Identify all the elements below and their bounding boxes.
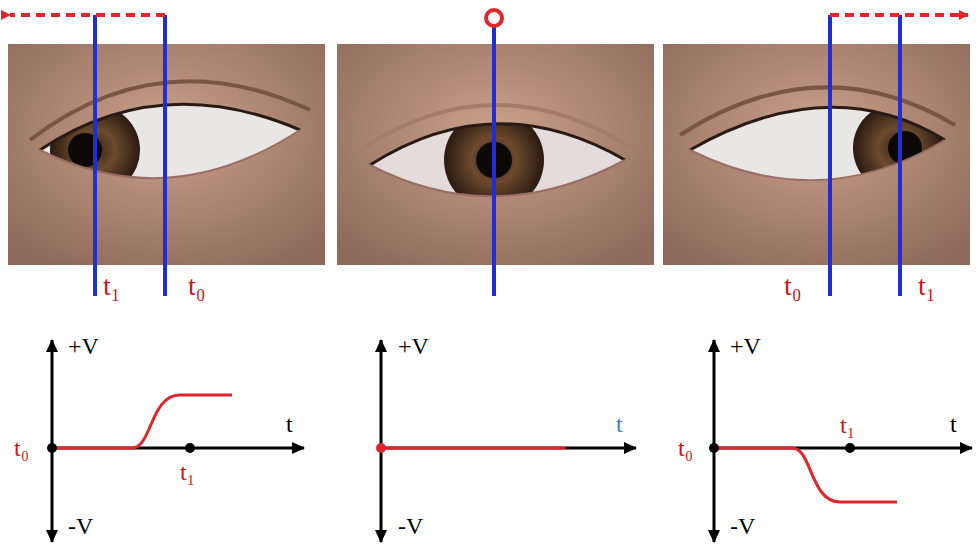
- axis-label: -V: [730, 514, 755, 538]
- time-label: t₁: [180, 460, 195, 484]
- axis-label: t: [616, 412, 623, 436]
- time-label: t₀: [188, 272, 206, 300]
- direction-arrow: [830, 13, 968, 17]
- axis-label: +V: [68, 334, 99, 358]
- time-label: t₁: [103, 272, 121, 300]
- axis-label: t: [286, 412, 293, 436]
- time-label: t₀: [678, 436, 693, 460]
- time-label: t₀: [14, 436, 29, 460]
- axis-label: +V: [398, 334, 429, 358]
- center-marker: [486, 10, 502, 26]
- time-dot: [376, 443, 386, 453]
- time-label: t₁: [840, 413, 855, 437]
- eye-photo: [663, 44, 970, 265]
- time-dot: [47, 443, 855, 453]
- direction-arrow: [10, 13, 165, 17]
- axis-label: -V: [68, 514, 93, 538]
- time-label: t₀: [784, 272, 802, 300]
- position-line: [95, 15, 900, 296]
- time-label: t₁: [918, 272, 936, 300]
- axis-label: t: [950, 412, 957, 436]
- axis-label: -V: [398, 514, 423, 538]
- graph-axes: [52, 340, 972, 542]
- axis-label: +V: [730, 334, 761, 358]
- signal-curve: [52, 395, 897, 502]
